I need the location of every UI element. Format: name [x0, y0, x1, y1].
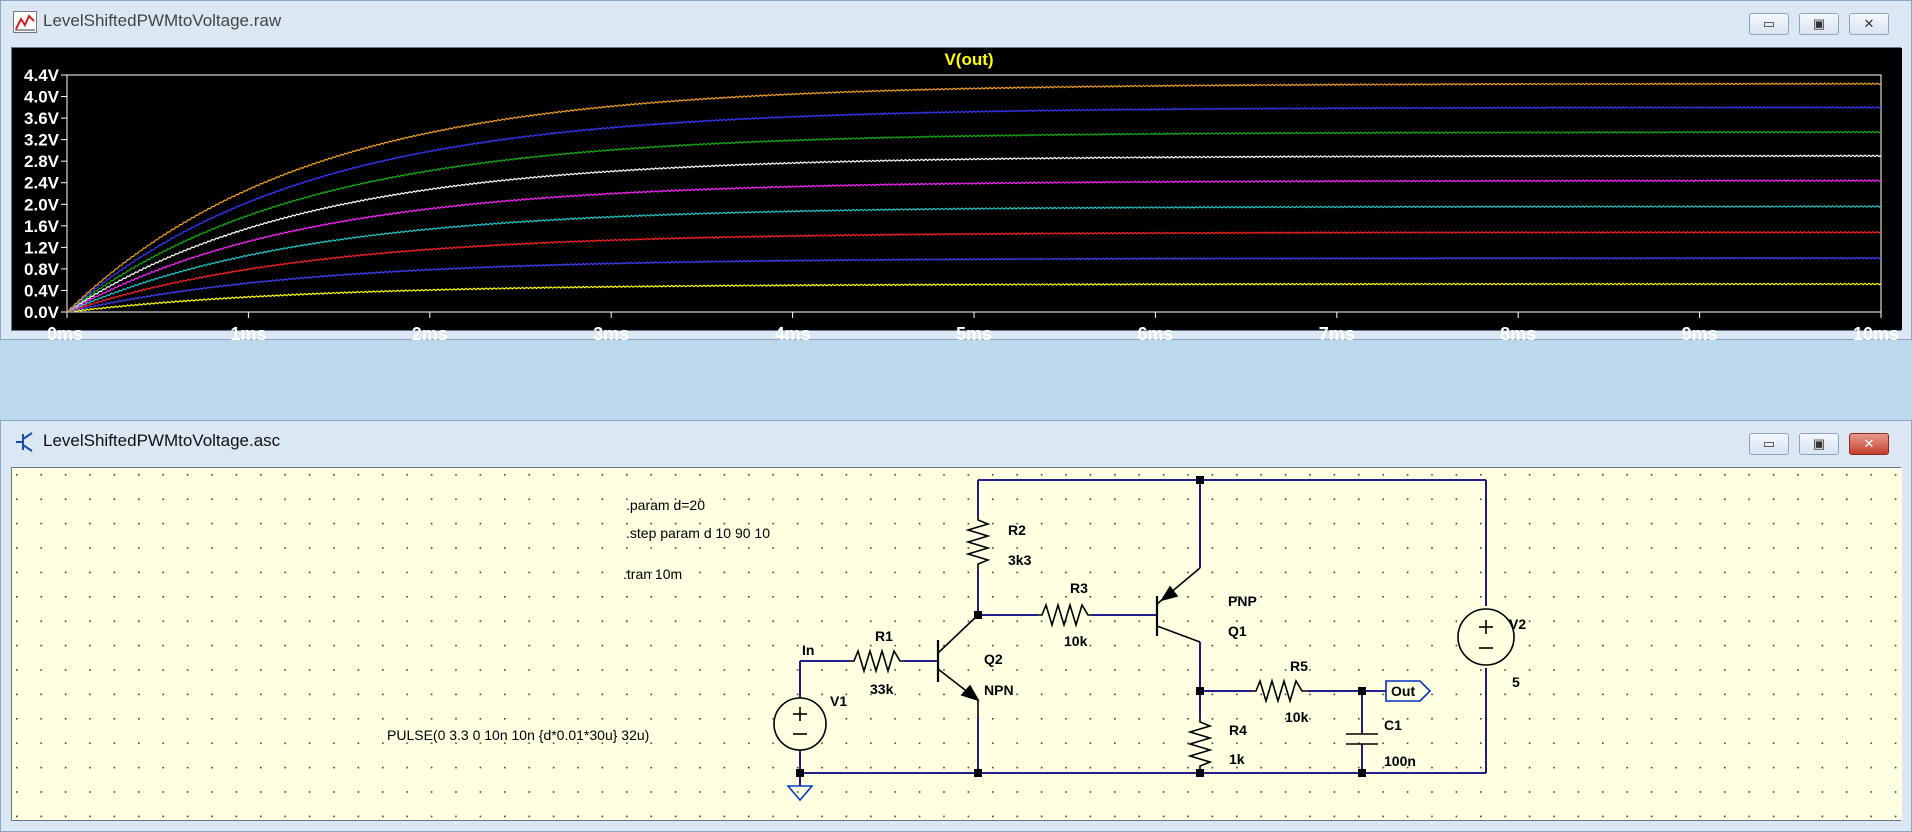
directive-step[interactable]: .step param d 10 90 10 [626, 525, 770, 541]
x-tick-label: 7ms [1319, 324, 1355, 344]
plot-pane[interactable]: V(out) 0.0V 0.4V 0.8V 1.2V 1.6V 2.0V 2.4V 2.8V 3… [11, 47, 1902, 344]
trace-9[interactable] [66, 82, 1882, 313]
y-tick-label: 1.6V [24, 217, 60, 236]
schematic-pane[interactable]: .param d=20 .step param d 10 90 10 .tran… [11, 467, 1902, 821]
maximize-button[interactable]: ▣ [1799, 13, 1839, 35]
x-tick-label: 10ms [1853, 324, 1899, 344]
net-out-text: Out [1391, 683, 1415, 699]
trace-8[interactable] [66, 106, 1882, 313]
minimize-icon: ▭ [1762, 16, 1776, 31]
x-tick-label: 1ms [230, 324, 266, 344]
close-icon: ✕ [1863, 436, 1875, 451]
v2-value[interactable]: 5 [1512, 674, 1520, 690]
r3-value[interactable]: 10k [1064, 633, 1088, 649]
q1-type[interactable]: PNP [1228, 593, 1257, 609]
q2-type[interactable]: NPN [984, 682, 1014, 698]
x-tick-label: 9ms [1682, 324, 1718, 344]
r1-value[interactable]: 33k [870, 681, 894, 697]
net-label-out[interactable]: Out [1385, 680, 1432, 702]
y-tick-label: 0.0V [24, 303, 60, 322]
y-axis: 0.0V 0.4V 0.8V 1.2V 1.6V 2.0V 2.4V 2.8V 3.2V 3.6V… [24, 66, 67, 322]
y-tick-label: 2.8V [24, 152, 60, 171]
r4-value[interactable]: 1k [1229, 751, 1245, 767]
x-axis: 0ms 1ms 2ms 3ms 4ms 5ms 6ms 7ms 8ms 9ms 10ms [47, 312, 1899, 344]
maximize-icon: ▣ [1812, 436, 1826, 451]
schematic-window-title: LevelShiftedPWMtoVoltage.asc [43, 431, 281, 450]
capacitor-c1[interactable] [1346, 733, 1378, 745]
minimize-button[interactable]: ▭ [1749, 13, 1789, 35]
y-tick-label: 2.0V [24, 195, 60, 214]
ground-icon[interactable] [786, 785, 814, 802]
x-tick-label: 6ms [1137, 324, 1173, 344]
directive-param[interactable]: .param d=20 [626, 497, 705, 513]
close-button[interactable]: ✕ [1849, 433, 1889, 455]
resistor-r2[interactable] [965, 516, 991, 570]
schematic-icon [16, 432, 33, 452]
transistor-q1[interactable] [1155, 567, 1201, 643]
y-tick-label: 3.2V [24, 131, 60, 150]
r2-value[interactable]: 3k3 [1008, 552, 1032, 568]
x-tick-label: 2ms [412, 324, 448, 344]
trace-7[interactable] [66, 130, 1882, 313]
waveform-plot[interactable]: V(out) 0.0V 0.4V 0.8V 1.2V 1.6V 2.0V 2.4V 2.8V 3… [12, 48, 1902, 344]
y-tick-label: 4.0V [24, 88, 60, 107]
voltage-source-v1[interactable] [773, 697, 827, 751]
plot-window[interactable]: LevelShiftedPWMtoVoltage.raw ▭ ▣ ✕ V(out… [0, 0, 1912, 344]
snap-grid [12, 468, 1902, 820]
maximize-icon: ▣ [1812, 16, 1826, 31]
trace-6[interactable] [66, 154, 1882, 313]
v2-label[interactable]: V2 [1509, 616, 1526, 632]
y-tick-label: 4.4V [24, 66, 60, 85]
waveform-icon [13, 11, 37, 33]
r4-label[interactable]: R4 [1229, 722, 1247, 738]
r5-label[interactable]: R5 [1290, 658, 1308, 674]
minimize-icon: ▭ [1762, 436, 1776, 451]
voltage-source-v2[interactable] [1457, 608, 1515, 666]
resistor-r5[interactable] [1252, 678, 1308, 704]
r2-label[interactable]: R2 [1008, 522, 1026, 538]
net-label-in[interactable]: In [802, 642, 814, 658]
trace-3[interactable] [67, 230, 1882, 313]
maximize-button[interactable]: ▣ [1799, 433, 1839, 455]
schematic-canvas[interactable]: .param d=20 .step param d 10 90 10 .tran… [12, 468, 1902, 820]
v1-source-value[interactable]: PULSE(0 3.3 0 10n 10n {d*0.01*30u} 32u) [387, 727, 649, 743]
c1-value[interactable]: 100n [1384, 753, 1416, 769]
plot-window-titlebar[interactable]: LevelShiftedPWMtoVoltage.raw ▭ ▣ ✕ [1, 1, 1911, 41]
trace-4[interactable] [66, 205, 1882, 313]
y-tick-label: 3.6V [24, 109, 60, 128]
trace-2[interactable] [66, 256, 1882, 313]
traces [66, 82, 1882, 314]
wires [799, 479, 1487, 786]
y-tick-label: 0.4V [24, 281, 60, 300]
x-tick-label: 0ms [47, 324, 83, 344]
directive-tran[interactable]: .tran 10m [623, 566, 682, 582]
y-tick-label: 1.2V [24, 238, 60, 257]
x-tick-label: 4ms [775, 324, 811, 344]
trace-1[interactable] [66, 282, 1882, 314]
close-button[interactable]: ✕ [1849, 13, 1889, 35]
resistor-r1[interactable] [850, 648, 904, 674]
schematic-window-titlebar[interactable]: LevelShiftedPWMtoVoltage.asc ▭ ▣ ✕ [1, 421, 1911, 461]
r5-value[interactable]: 10k [1285, 709, 1309, 725]
q1-label[interactable]: Q1 [1228, 623, 1247, 639]
minimize-button[interactable]: ▭ [1749, 433, 1789, 455]
trace-5[interactable] [66, 179, 1882, 313]
trace-label[interactable]: V(out) [944, 50, 993, 69]
transistor-q2[interactable] [936, 614, 980, 718]
x-tick-label: 3ms [593, 324, 629, 344]
x-tick-label: 5ms [956, 324, 992, 344]
plot-window-title: LevelShiftedPWMtoVoltage.raw [43, 11, 282, 30]
schematic-window[interactable]: LevelShiftedPWMtoVoltage.asc ▭ ▣ ✕ .para… [0, 420, 1912, 832]
r1-label[interactable]: R1 [875, 628, 893, 644]
x-tick-label: 8ms [1500, 324, 1536, 344]
y-tick-label: 0.8V [24, 260, 60, 279]
resistor-r4[interactable] [1187, 718, 1213, 770]
v1-label[interactable]: V1 [830, 693, 847, 709]
close-icon: ✕ [1863, 16, 1875, 31]
q2-label[interactable]: Q2 [984, 651, 1003, 667]
r3-label[interactable]: R3 [1070, 580, 1088, 596]
y-tick-label: 2.4V [24, 174, 60, 193]
c1-label[interactable]: C1 [1384, 717, 1402, 733]
resistor-r3[interactable] [1038, 602, 1092, 628]
